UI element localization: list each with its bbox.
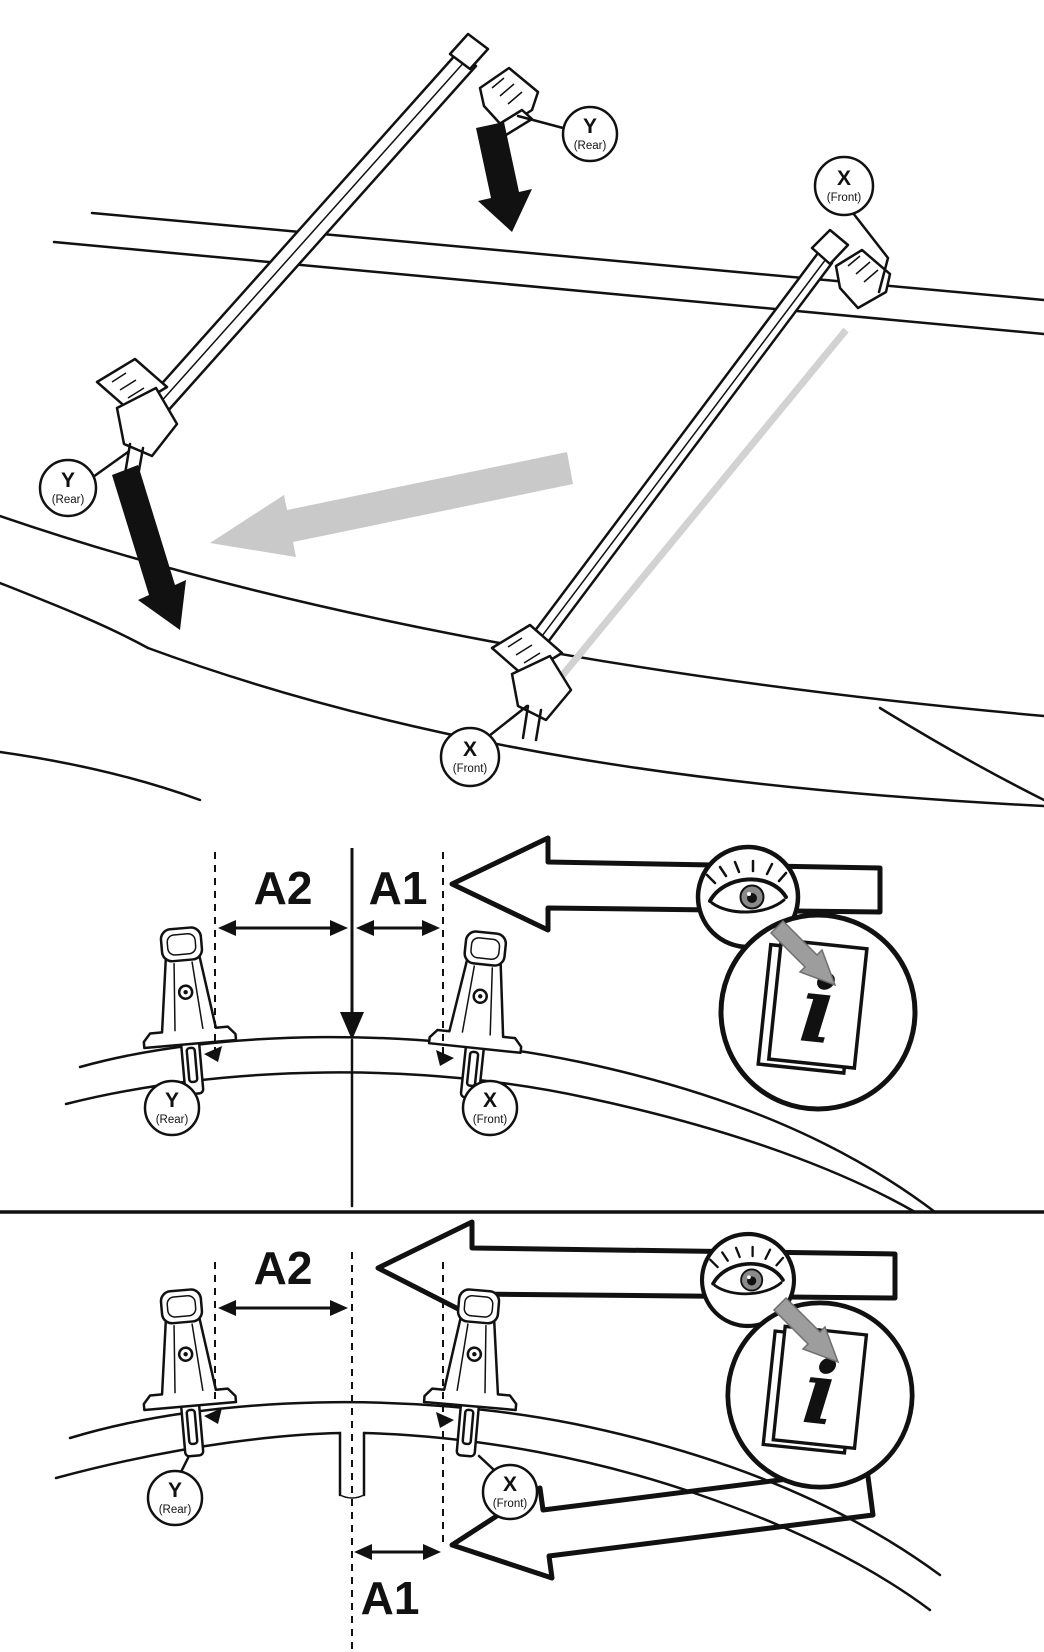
label-a2: A2 — [254, 862, 313, 914]
rear-left-foot — [95, 357, 179, 478]
dimension-a2: A2 — [218, 862, 348, 936]
rear-crossbar — [95, 32, 540, 478]
callout-y-rear-left: Y (Rear) — [38, 450, 130, 518]
info-booklet-icon — [721, 915, 915, 1109]
callout-y-rear-profile2: Y (Rear) — [146, 1456, 204, 1527]
rear-bar-end-cap — [448, 32, 490, 71]
placement-arrow-rear-left — [112, 465, 186, 630]
callout-letter: X — [483, 1089, 497, 1112]
callout-y-rear-profile1: Y (Rear) — [143, 1079, 201, 1137]
mounting-foot-rear — [132, 923, 242, 1100]
side-profile-view-a2-only: A2 A1 Y (Rear) X (Front) — [54, 1219, 942, 1652]
callout-caption: (Rear) — [159, 1504, 192, 1516]
big-left-arrow-bottom — [449, 1466, 876, 1581]
mounting-foot-front — [418, 1285, 528, 1462]
callout-letter: X — [463, 738, 477, 761]
top-isometric-view: Y (Rear) X (Front) Y (Rear) X (Front) — [0, 32, 1044, 808]
reference-lines — [204, 1252, 454, 1652]
callout-caption: (Rear) — [574, 140, 607, 152]
callout-caption: (Front) — [493, 1498, 528, 1510]
callout-caption: (Front) — [473, 1114, 508, 1126]
label-a1: A1 — [369, 862, 428, 914]
front-left-foot — [490, 623, 573, 742]
front-bar-end-cap — [810, 228, 850, 266]
callout-letter: X — [837, 167, 851, 190]
ghost-direction-arrow — [210, 452, 573, 557]
callout-letter: Y — [165, 1089, 179, 1112]
rear-right-foot — [478, 66, 540, 137]
callout-caption: (Rear) — [52, 494, 85, 506]
callout-letter: X — [503, 1473, 517, 1496]
mounting-foot-rear — [132, 1285, 242, 1462]
car-roof-outline — [0, 211, 1044, 808]
callout-caption: (Front) — [453, 763, 488, 775]
callout-y-rear-top: Y (Rear) — [516, 105, 619, 163]
dimension-a1: A1 — [356, 862, 440, 936]
placement-arrow-rear-right — [476, 122, 532, 232]
roof-reflection-line — [549, 327, 849, 691]
callout-x-front-profile2: X (Front) — [477, 1454, 539, 1521]
callout-letter: Y — [168, 1479, 182, 1502]
callout-x-front-profile1: X (Front) — [461, 1079, 519, 1137]
callout-x-front-bottom: X (Front) — [439, 704, 529, 788]
callout-caption: (Front) — [827, 192, 862, 204]
dimension-a2: A2 — [218, 1242, 348, 1316]
callout-caption: (Rear) — [156, 1114, 189, 1126]
label-a1: A1 — [361, 1572, 420, 1624]
callout-x-front-top: X (Front) — [813, 155, 890, 294]
info-booklet-icon — [728, 1303, 912, 1487]
front-crossbar — [490, 228, 892, 742]
dimension-a1: A1 — [354, 1544, 441, 1624]
callout-letter: Y — [61, 469, 75, 492]
front-right-foot — [834, 248, 892, 310]
side-profile-view-a2-a1: A2 A1 Y (Rear) X (Front) — [64, 835, 937, 1214]
callout-letter: Y — [583, 115, 597, 138]
label-a2: A2 — [254, 1242, 313, 1294]
reference-lines — [204, 848, 454, 1208]
